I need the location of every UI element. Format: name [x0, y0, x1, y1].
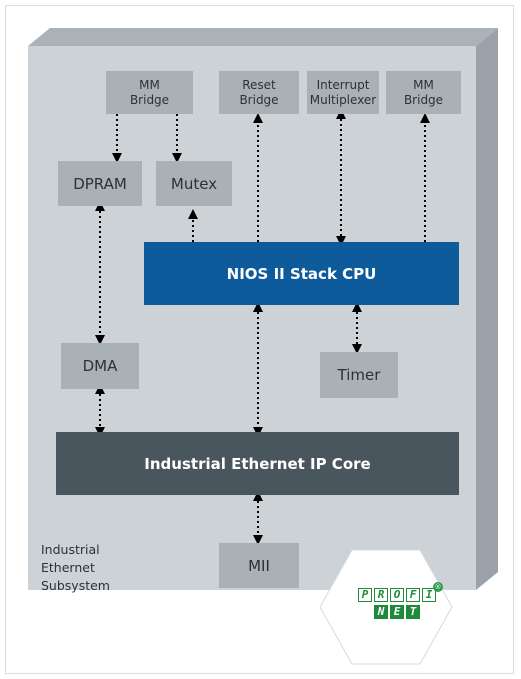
registered-mark-icon: ®: [433, 582, 443, 592]
profinet-letter: N: [374, 605, 388, 619]
dma-block: DMA: [61, 343, 139, 389]
profinet-letter: R: [374, 588, 388, 602]
profinet-letter: I: [422, 588, 436, 602]
profinet-logo-top: P R O F I: [356, 588, 438, 602]
profinet-letter: F: [406, 588, 420, 602]
reset-bridge-block: Reset Bridge: [219, 71, 299, 114]
subsystem-label: Industrial Ethernet Subsystem: [41, 542, 110, 593]
profinet-logo: P R O F I N E T: [356, 588, 438, 622]
cpu-block: NIOS II Stack CPU: [144, 242, 459, 305]
profinet-letter: P: [358, 588, 372, 602]
mm-bridge-left-block: MM Bridge: [106, 71, 193, 114]
mii-block: MII: [219, 543, 299, 588]
panel-side-face: [476, 28, 498, 590]
profinet-letter: E: [390, 605, 404, 619]
subsystem-panel: [28, 46, 476, 590]
mutex-block: Mutex: [156, 161, 232, 206]
profinet-logo-bottom: N E T: [356, 605, 438, 619]
profinet-letter: O: [390, 588, 404, 602]
profinet-letter: T: [406, 605, 420, 619]
panel-top-face: [28, 28, 498, 46]
dpram-block: DPRAM: [58, 161, 142, 206]
interrupt-multiplexer-block: Interrupt Multiplexer: [307, 71, 379, 114]
mm-bridge-right-block: MM Bridge: [386, 71, 461, 114]
ip-core-block: Industrial Ethernet IP Core: [56, 432, 459, 495]
timer-block: Timer: [320, 352, 398, 398]
